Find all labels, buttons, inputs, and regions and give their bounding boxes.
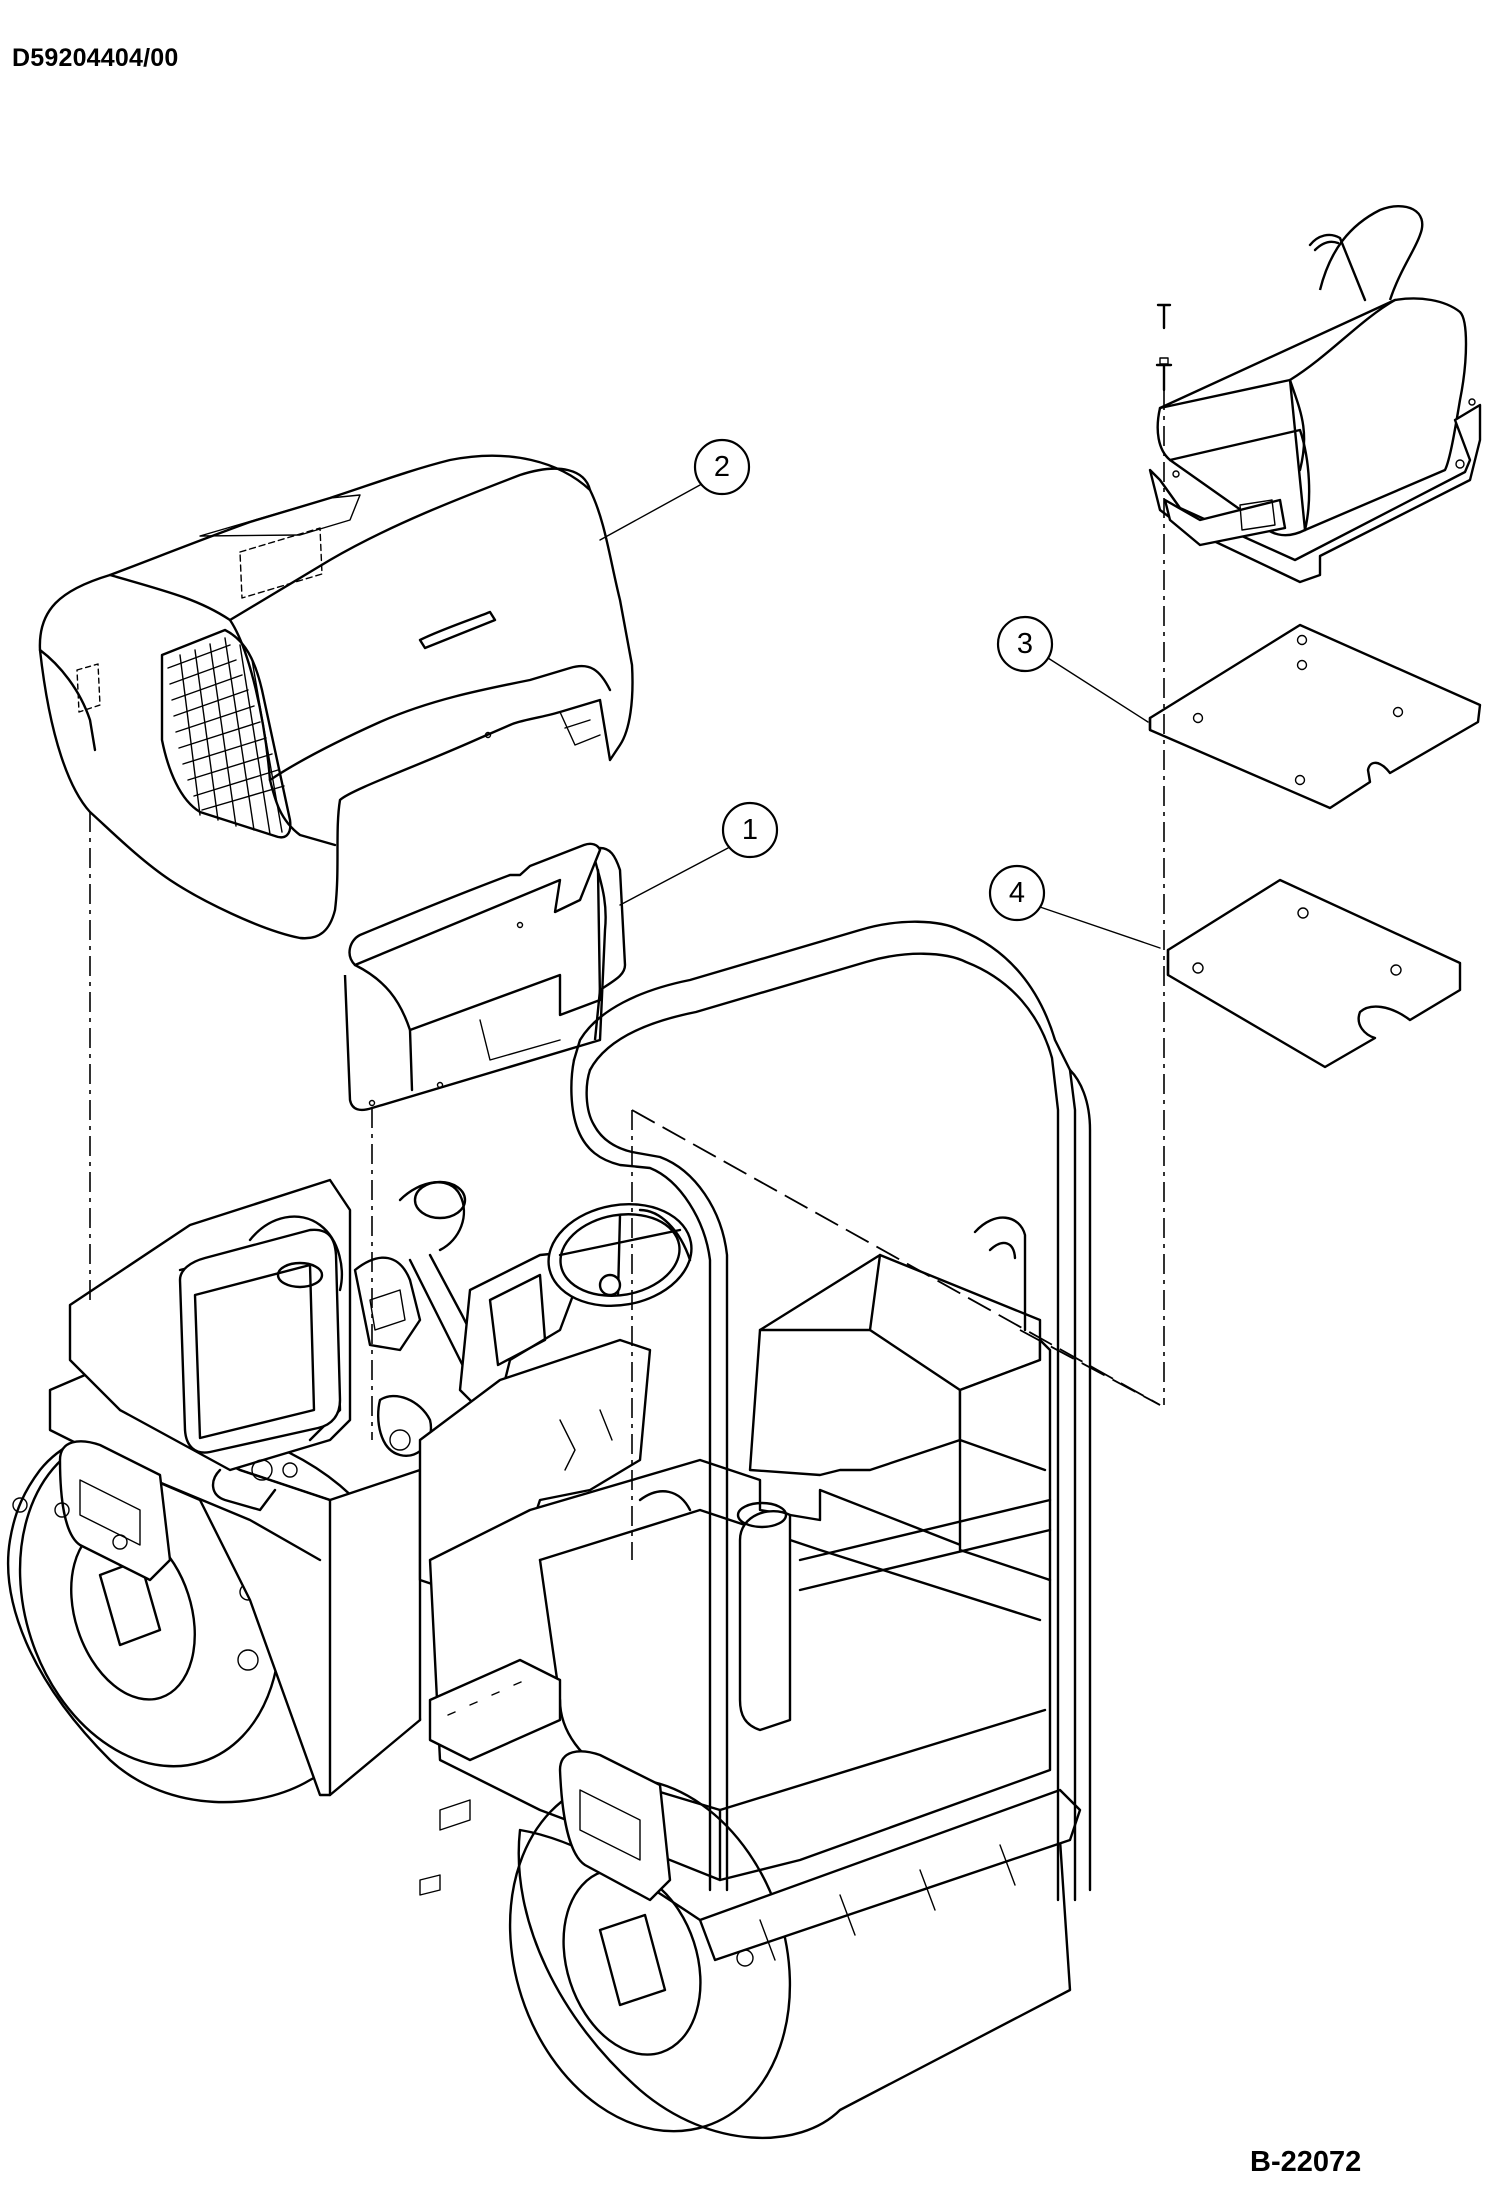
machine-body [6,920,1092,2140]
part-seat-plate [1148,623,1482,810]
part-engine-hood [38,454,634,940]
callout-3: 3 [996,615,1054,673]
part-seat [1148,205,1482,584]
callout-4-label: 4 [1009,877,1025,909]
explosion-lines [89,390,1165,1560]
document-code: D59204404/00 [12,44,179,72]
callout-2-label: 2 [714,451,730,483]
callout-leaders [599,484,1161,949]
callout-1-label: 1 [742,814,758,846]
callout-1: 1 [721,801,779,859]
callout-3-label: 3 [1017,628,1033,660]
callout-4: 4 [988,864,1046,922]
hood-grille [160,628,292,839]
drawing-code: B-22072 [1250,2146,1362,2178]
callout-2: 2 [693,438,751,496]
part-floor-plate [1166,878,1462,1069]
part-cover-panel [343,842,627,1112]
